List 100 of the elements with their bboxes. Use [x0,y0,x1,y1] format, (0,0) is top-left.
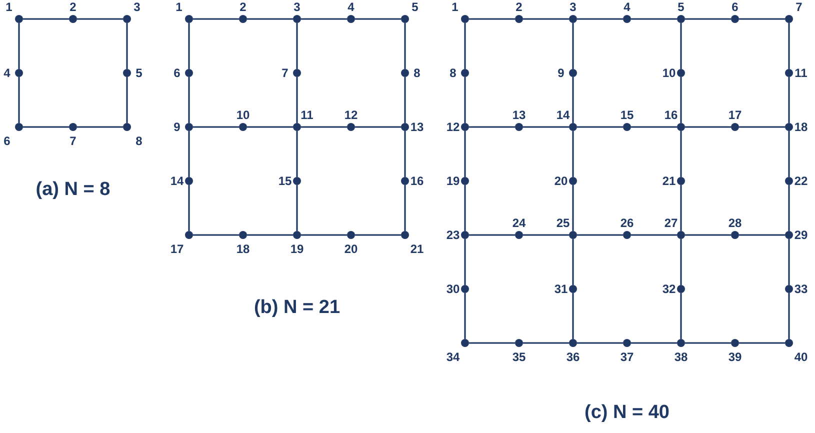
vertex-dot [785,339,793,347]
edge-line [188,185,190,231]
edge-line [404,131,406,177]
edge-line [631,126,677,128]
edge-line [464,239,466,285]
edge-line [355,126,401,128]
vertex-number: 6 [4,135,10,147]
edge-line [464,293,466,339]
vertex-dot [401,177,409,185]
vertex-dot [185,69,193,77]
edge-line [739,126,785,128]
vertex-dot [785,231,793,239]
vertex-number: 20 [554,175,568,187]
vertex-dot [677,231,685,239]
vertex-dot [731,15,739,23]
vertex-dot [569,177,577,185]
edge-line [296,23,298,69]
vertex-number: 28 [728,217,742,229]
vertex-number: 24 [512,217,526,229]
vertex-number: 23 [446,229,460,241]
vertex-number: 20 [344,243,358,255]
edge-line [23,18,69,20]
vertex-dot [461,15,469,23]
vertex-dot [401,15,409,23]
vertex-dot [623,15,631,23]
edge-line [23,126,69,128]
vertex-dot [623,339,631,347]
vertex-number: 17 [170,243,184,255]
vertex-number: 26 [620,217,634,229]
vertex-dot [461,285,469,293]
vertex-number: 32 [662,283,676,295]
vertex-number: 18 [236,243,250,255]
vertex-dot [401,231,409,239]
vertex-number: 31 [554,283,568,295]
vertex-number: 22 [794,175,808,187]
vertex-number: 25 [556,217,570,229]
vertex-dot [293,15,301,23]
vertex-number: 39 [728,351,742,363]
edge-line [464,23,466,69]
edge-line [247,126,293,128]
edge-line [788,23,790,69]
edge-line [301,234,347,236]
edge-line [577,18,623,20]
edge-line [404,23,406,69]
vertex-number: 12 [446,121,460,133]
vertex-number: 4 [4,67,10,79]
edge-line [680,239,682,285]
vertex-dot [185,231,193,239]
vertex-dot [15,69,23,77]
vertex-number: 5 [412,1,418,13]
edge-line [247,18,293,20]
edge-line [739,234,785,236]
edge-line [126,23,128,69]
vertex-number: 40 [794,351,808,363]
vertex-dot [69,123,77,131]
edge-line [469,342,515,344]
edge-line [404,185,406,231]
edge-line [685,126,731,128]
vertex-number: 17 [728,109,742,121]
vertex-number: 29 [794,229,808,241]
vertex-number: 16 [664,109,678,121]
edge-line [523,234,569,236]
vertex-dot [677,123,685,131]
vertex-dot [785,69,793,77]
edge-line [685,234,731,236]
edge-line [577,234,623,236]
vertex-number: 21 [410,243,424,255]
vertex-number: 8 [450,67,456,79]
vertex-dot [569,15,577,23]
edge-line [788,185,790,231]
edge-line [680,23,682,69]
edge-line [193,126,239,128]
edge-line [77,18,123,20]
edge-line [523,18,569,20]
edge-line [296,131,298,177]
vertex-number: 9 [558,67,564,79]
vertex-dot [677,69,685,77]
vertex-dot [461,339,469,347]
vertex-number: 7 [282,67,288,79]
edge-line [572,239,574,285]
edge-line [572,185,574,231]
vertex-number: 16 [410,175,424,187]
vertex-dot [785,123,793,131]
graph-caption: (b) N = 21 [254,297,340,319]
edge-line [18,23,20,69]
vertex-number: 9 [174,121,180,133]
edge-line [18,77,20,123]
vertex-number: 4 [624,1,630,13]
graph-caption: (c) N = 40 [584,402,670,424]
vertex-dot [185,177,193,185]
vertex-number: 1 [452,1,458,13]
edge-line [523,342,569,344]
vertex-dot [123,69,131,77]
vertex-number: 2 [70,1,76,13]
vertex-number: 15 [620,109,634,121]
vertex-dot [293,69,301,77]
edge-line [296,77,298,123]
vertex-number: 6 [732,1,738,13]
vertex-number: 14 [170,175,184,187]
vertex-number: 18 [794,121,808,133]
